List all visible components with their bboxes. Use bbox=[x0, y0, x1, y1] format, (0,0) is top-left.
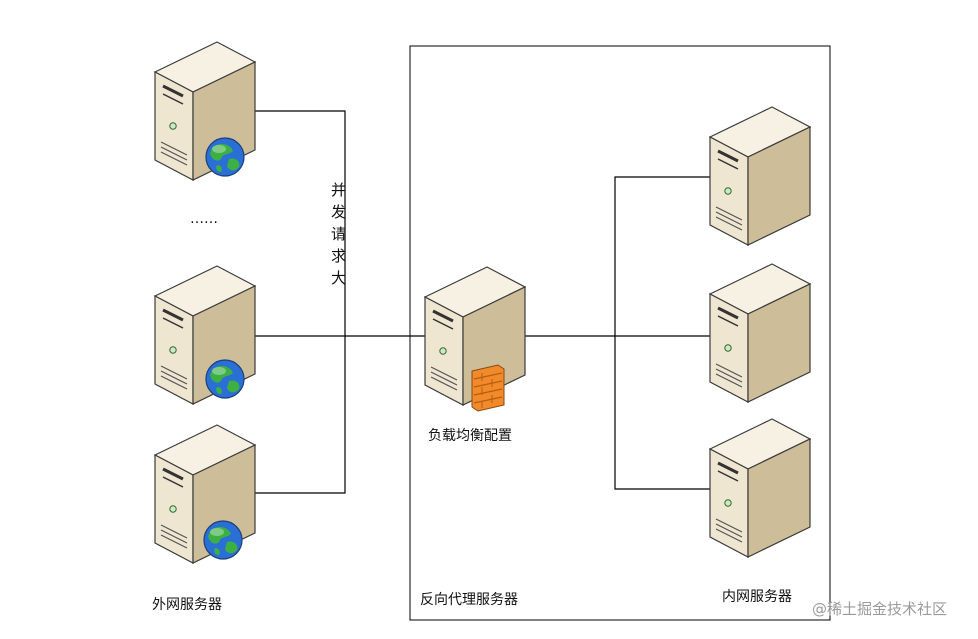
internal-connections bbox=[525, 176, 712, 490]
proxy-server bbox=[423, 265, 527, 412]
internal-servers-label: 内网服务器 bbox=[722, 589, 792, 605]
external-server-3 bbox=[153, 423, 257, 565]
concurrency-char: 并 bbox=[331, 181, 346, 199]
concurrency-char: 求 bbox=[331, 247, 346, 265]
internal-server-3 bbox=[708, 417, 812, 559]
concurrency-label: 并发请求大 bbox=[331, 181, 346, 287]
internal-server-1 bbox=[708, 105, 812, 247]
reverse-proxy-label: 反向代理服务器 bbox=[420, 592, 518, 608]
external-connections bbox=[255, 110, 425, 494]
server-globe-icon bbox=[203, 520, 243, 560]
internal-server-2 bbox=[708, 262, 812, 404]
external-servers-label: 外网服务器 bbox=[152, 597, 222, 613]
external-server-1 bbox=[153, 40, 257, 182]
external-server-2 bbox=[153, 264, 257, 406]
reverse-proxy-boundary bbox=[409, 45, 831, 621]
server-globe-icon bbox=[205, 137, 245, 177]
concurrency-char: 大 bbox=[331, 269, 346, 287]
server-globe-icon bbox=[205, 359, 245, 399]
firewall-icon bbox=[471, 364, 505, 412]
ellipsis-label: …… bbox=[190, 211, 218, 227]
concurrency-char: 请 bbox=[331, 225, 346, 243]
load-balance-label: 负载均衡配置 bbox=[428, 428, 512, 444]
watermark: @稀土掘金技术社区 bbox=[812, 600, 947, 618]
concurrency-char: 发 bbox=[331, 203, 346, 221]
